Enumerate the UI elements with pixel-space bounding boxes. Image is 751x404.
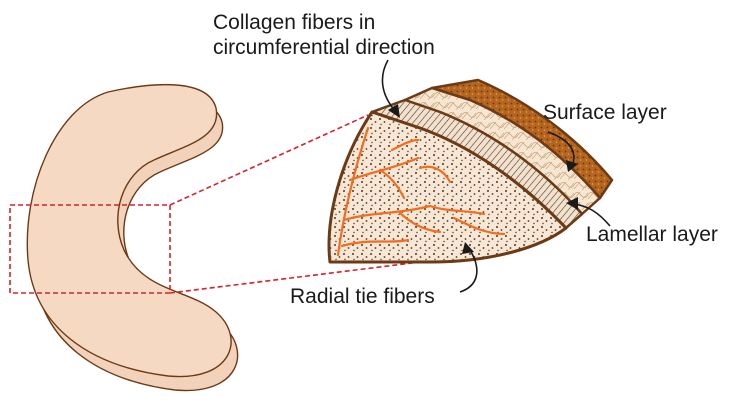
collagen-label-line1: Collagen fibers in	[213, 10, 435, 35]
collagen-label-line2: circumferential direction	[213, 35, 435, 60]
radial-tie-fibers-label: Radial tie fibers	[290, 284, 435, 309]
meniscus-shape	[27, 85, 237, 391]
surface-layer-label: Surface layer	[543, 100, 667, 125]
collagen-fibers-label: Collagen fibers in circumferential direc…	[213, 10, 435, 60]
lamellar-layer-label: Lamellar layer	[586, 222, 718, 247]
